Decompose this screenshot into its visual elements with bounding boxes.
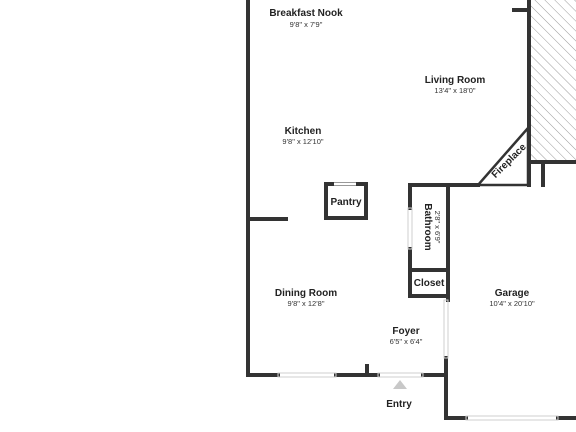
foyer-label: Foyer xyxy=(392,326,419,337)
exterior-hatch xyxy=(531,0,576,162)
garage-label: Garage xyxy=(495,288,530,299)
garage-dims: 10'4" x 20'10" xyxy=(489,299,535,308)
bathroom-label: Bathroom xyxy=(422,203,433,250)
kitchen-dims: 9'8" x 12'10" xyxy=(282,137,323,146)
pantry-label: Pantry xyxy=(330,197,362,208)
kitchen-label: Kitchen xyxy=(285,126,322,137)
foyer-dims: 6'5" x 6'4" xyxy=(390,337,423,346)
dining-room-label: Dining Room xyxy=(275,288,337,299)
living-room-dims: 13'4" x 18'0" xyxy=(434,86,475,95)
bathroom-labels: Bathroom 2'8" x 6'9" xyxy=(422,203,442,250)
entry-label: Entry xyxy=(386,399,412,410)
bathroom-dims: 2'8" x 6'9" xyxy=(433,211,442,244)
entry-marker xyxy=(393,380,407,389)
walls xyxy=(246,0,576,420)
windows xyxy=(277,207,559,421)
living-room-label: Living Room xyxy=(425,75,486,86)
closet-label: Closet xyxy=(414,278,445,289)
breakfast-nook-dims: 9'8" x 7'9" xyxy=(290,20,323,29)
dining-room-dims: 9'8" x 12'8" xyxy=(288,299,325,308)
breakfast-nook-label: Breakfast Nook xyxy=(269,8,343,19)
